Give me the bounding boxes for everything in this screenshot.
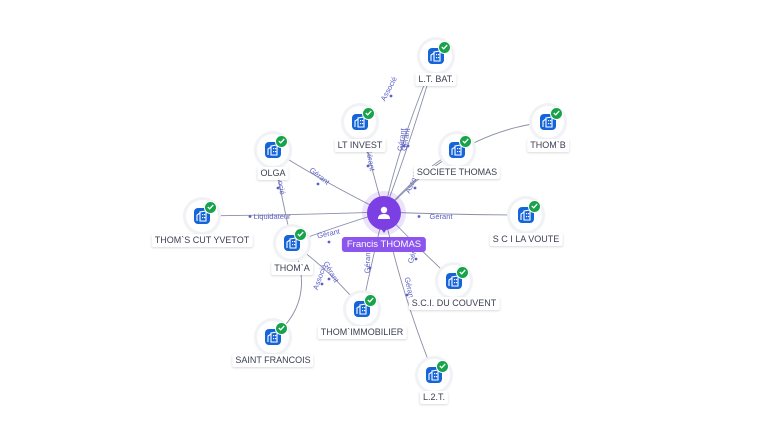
check-icon [436,360,449,373]
person-label[interactable]: Francis THOMAS [341,237,427,252]
edge-arrow-marker [417,215,421,218]
person-node-francis-thomas[interactable] [367,196,401,230]
company-label[interactable]: OLGA [257,167,289,180]
company-node[interactable] [420,40,452,72]
relation-label: Gérant [308,165,332,187]
relation-label: Associé [379,75,399,102]
company-node[interactable] [438,265,470,297]
edge-arrow-marker [413,186,417,190]
company-label[interactable]: THOM`IMMOBILIER [317,326,407,339]
check-icon [550,107,563,120]
company-node[interactable] [441,134,473,166]
company-label[interactable]: L.T. BAT. [415,73,457,86]
company-label[interactable]: S.C.I. DU COUVENT [408,297,500,310]
person-pin-pointer [379,226,389,233]
edge-arrow-marker [276,186,280,190]
company-label[interactable]: S C I LA VOUTE [489,233,563,246]
company-label[interactable]: THOM`S CUT YVETOT [151,234,253,247]
check-icon [294,228,307,241]
company-node[interactable] [276,227,308,259]
company-node[interactable] [257,134,289,166]
company-node[interactable] [510,199,542,231]
check-icon [362,107,375,120]
edge-arrow-marker [414,257,418,261]
company-node[interactable] [186,200,218,232]
edge-arrow-marker [366,164,370,168]
company-node[interactable] [346,293,378,325]
company-label[interactable]: L.2.T. [419,391,449,404]
company-label[interactable]: THOM`B [527,139,569,152]
company-node[interactable] [418,359,450,391]
edge-arrow-marker [402,144,406,148]
relation-label: Gérant [316,227,341,241]
company-label[interactable]: THOM`A [271,262,313,275]
check-icon [364,294,377,307]
edge-arrow-marker [406,144,410,148]
check-icon [528,200,541,213]
relation-label: Gérant [363,249,373,273]
edge-arrow-marker [389,94,393,98]
edge-arrow-marker [405,293,409,297]
relation-label: Gérant [430,212,454,221]
edge-arrow-marker [327,277,331,281]
check-icon [459,135,472,148]
edge-arrow-marker [248,215,252,218]
edge-arrow-marker [320,282,324,286]
check-icon [275,135,288,148]
edge-arrow-marker [368,266,372,270]
check-icon [456,266,469,279]
check-icon [204,201,217,214]
company-node[interactable] [532,106,564,138]
company-label[interactable]: LT INVEST [334,139,386,152]
check-icon [275,322,288,335]
edge-arrow-marker [327,240,331,244]
company-node[interactable] [344,106,376,138]
company-label[interactable]: SAINT FRANCOIS [232,354,314,367]
user-icon [378,206,390,219]
relation-label: Liquidateur [253,212,291,221]
company-node[interactable] [257,321,289,353]
relation-edge [201,211,385,217]
check-icon [438,41,451,54]
relation-edge [383,211,527,216]
company-label[interactable]: SOCIETE THOMAS [413,166,501,179]
edge-arrow-marker [316,182,320,186]
